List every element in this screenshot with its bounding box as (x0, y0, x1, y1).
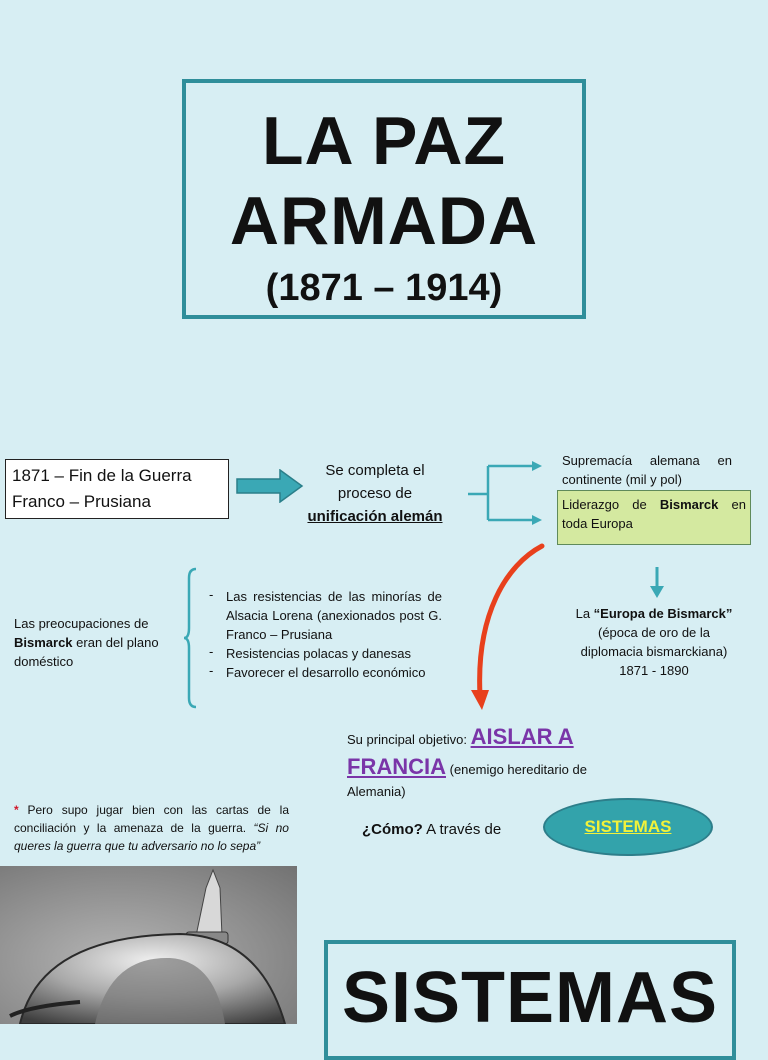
box-1871: 1871 – Fin de la Guerra Franco – Prusian… (5, 459, 229, 519)
proceso-line1: Se completa el (325, 462, 425, 479)
objetivo-big2: FRANCIA (347, 754, 446, 779)
list-item: -Favorecer el desarrollo económico (209, 663, 426, 680)
liderazgo-bold: Bismarck (659, 497, 719, 512)
objetivo-rest: (enemigo hereditario de Alemania) (347, 762, 587, 799)
box-1871-line2: Franco – Prusiana (12, 492, 151, 511)
sistemas-badge-label: SISTEMAS (584, 817, 672, 836)
list-item: -Las resistencias de las minorías de Als… (209, 587, 442, 642)
objetivo-big1: AISLAR A (470, 724, 574, 749)
pero-quote: “Si no queres la guerra que tu adversari… (14, 821, 289, 853)
title-years: (1871 – 1914) (265, 267, 503, 309)
como-rest: A través de (422, 821, 502, 838)
sistemas-badge: SISTEMAS (543, 798, 713, 856)
sistemas-heading-box: SISTEMAS (324, 940, 736, 1060)
down-arrow-icon (650, 567, 664, 598)
preocupaciones-after: eran del plano doméstico (14, 635, 159, 669)
europa-line2: (época de oro de la (597, 625, 711, 640)
proceso-text: Se completa el proceso de unificación al… (295, 459, 455, 528)
como-bold: ¿Cómo? (362, 821, 423, 838)
preocupaciones-bold: Bismarck (14, 635, 73, 650)
helmet-photo (0, 866, 297, 1024)
pero-text: * Pero supo jugar bien con las cartas de… (14, 801, 289, 855)
liderazgo-before: Liderazgo de (562, 497, 660, 512)
europa-line4: 1871 - 1890 (619, 663, 689, 678)
fork-arrow-icon (468, 461, 542, 525)
europa-prefix: La (575, 606, 594, 621)
objetivo-label: Su principal objetivo: (347, 732, 471, 747)
preocupaciones-before: Las preocupaciones de (14, 616, 149, 631)
helmet-image (0, 866, 297, 1024)
pero-body: Pero supo jugar bien con las cartas de l… (14, 803, 289, 835)
resistencias-list: -Las resistencias de las minorías de Als… (209, 587, 442, 682)
objetivo-text: Su principal objetivo: AISLAR A FRANCIA … (347, 722, 627, 802)
liderazgo-box: Liderazgo de Bismarck en toda Europa (557, 490, 751, 545)
liderazgo-after: en toda Europa (562, 497, 746, 531)
title-line-2: ARMADA (229, 183, 539, 259)
europa-bold: “Europa de Bismarck” (593, 606, 733, 621)
title-box: LA PAZ ARMADA (1871 – 1914) (182, 79, 586, 319)
right-arrow-icon (236, 469, 304, 503)
sistemas-heading: SISTEMAS (341, 958, 719, 1038)
list-item: -Resistencias polacas y danesas (209, 644, 411, 661)
europa-text: La “Europa de Bismarck” (época de oro de… (548, 604, 760, 680)
proceso-line3: unificación alemán (307, 508, 443, 525)
europa-line3: diplomacia bismarckiana) (580, 644, 728, 659)
curved-red-arrow-icon (471, 543, 545, 710)
box-1871-line1: 1871 – Fin de la Guerra (12, 466, 192, 485)
como-text: ¿Cómo? A través de (362, 819, 501, 841)
left-brace-icon (183, 567, 197, 709)
title-line-1: LA PAZ (262, 103, 506, 179)
asterisk: * (14, 803, 19, 817)
proceso-line2: proceso de (337, 485, 413, 502)
supremacia-text: Supremacía alemana en continente (mil y … (562, 453, 732, 487)
preocupaciones-text: Las preocupaciones de Bismarck eran del … (14, 614, 184, 671)
